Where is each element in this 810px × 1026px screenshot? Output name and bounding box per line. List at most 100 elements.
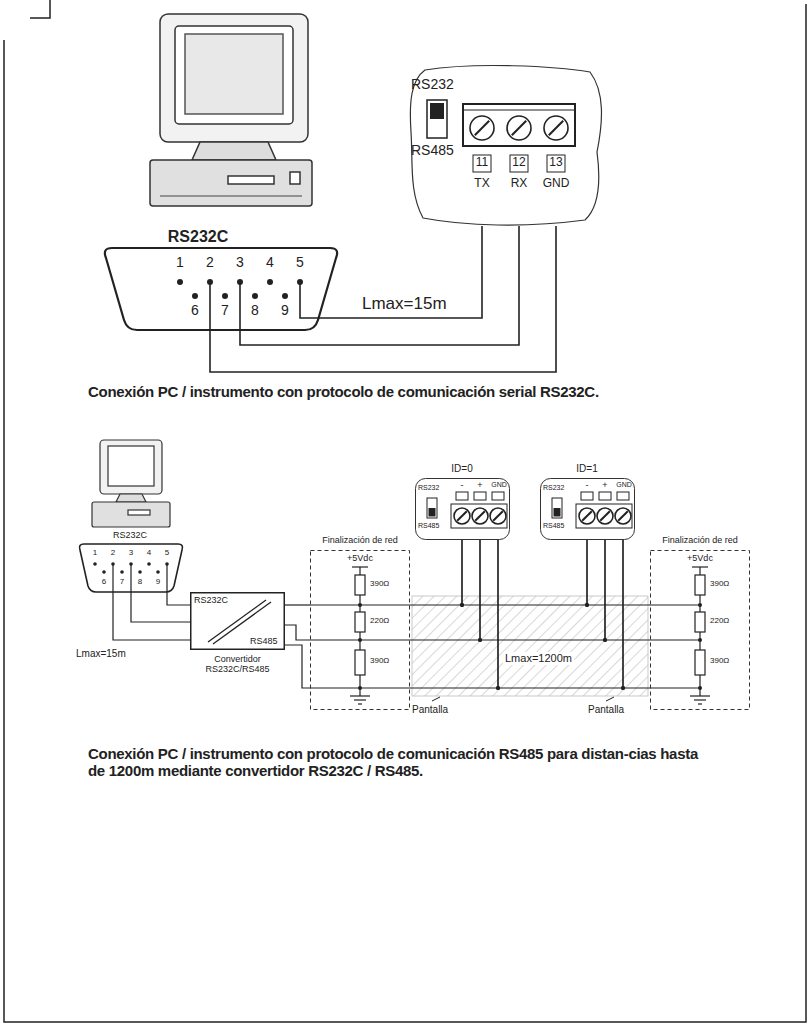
supply-voltage: +5Vdc bbox=[347, 553, 373, 563]
node-outline bbox=[650, 550, 750, 710]
signal-name: GND bbox=[543, 177, 570, 191]
port-name: RS485 bbox=[250, 636, 278, 646]
junction-dot bbox=[603, 638, 607, 642]
junction-dot bbox=[460, 603, 464, 607]
instrument-box: ID=1RS232RS485-+GND bbox=[540, 478, 635, 540]
instrument-id: ID=1 bbox=[576, 463, 597, 475]
junction-dot bbox=[478, 638, 482, 642]
network-termination-title: Finalización de red bbox=[662, 535, 738, 545]
bus-cable bbox=[285, 605, 310, 688]
junction-dot bbox=[496, 686, 500, 690]
caption: Conexión PC / instrumento con protocolo … bbox=[88, 745, 708, 780]
cable-length: Lmax=15m bbox=[362, 294, 447, 314]
switch-position: RS485 bbox=[543, 522, 564, 530]
switch-position: RS485 bbox=[411, 142, 454, 158]
instrument-box: ID=0RS232RS485-+GND bbox=[415, 478, 510, 540]
bus-wire bbox=[285, 604, 310, 605]
resistor-value: 220Ω bbox=[710, 616, 729, 625]
network-termination-title: Finalización de red bbox=[322, 535, 398, 545]
node-outline bbox=[310, 550, 410, 710]
connector-name: RS232C bbox=[113, 530, 147, 540]
pin-number: 3 bbox=[129, 548, 133, 557]
bus-wire bbox=[498, 540, 623, 688]
pin-number: 7 bbox=[120, 577, 124, 586]
bus-wire bbox=[410, 540, 498, 688]
terminal-number: 13 bbox=[549, 156, 562, 170]
bus-cable bbox=[410, 540, 500, 690]
terminal-name: + bbox=[477, 480, 482, 490]
switch-position: RS485 bbox=[418, 522, 439, 530]
terminal-name: - bbox=[586, 480, 589, 490]
terminal-number: 11 bbox=[476, 156, 488, 170]
resistor-value: 390Ω bbox=[370, 579, 389, 588]
network-termination: Finalización de red+5Vdc390Ω220Ω390Ω bbox=[310, 550, 410, 710]
pin-number: 1 bbox=[176, 254, 184, 270]
pin-number: 5 bbox=[165, 548, 169, 557]
pin-number: 7 bbox=[221, 302, 229, 318]
signal-name: RX bbox=[511, 177, 528, 191]
bus-wire bbox=[587, 540, 650, 605]
pin-number: 2 bbox=[111, 548, 115, 557]
bus-wire bbox=[285, 645, 310, 688]
cable-length: Lmax=1200m bbox=[503, 652, 574, 665]
bus-wire bbox=[480, 540, 605, 640]
shield-label: Pantalla bbox=[588, 704, 624, 716]
pin-number: 1 bbox=[93, 548, 97, 557]
junction-dot bbox=[585, 603, 589, 607]
junction-dot bbox=[621, 686, 625, 690]
bus-wire bbox=[623, 540, 650, 688]
connector-name: RS232C bbox=[168, 228, 228, 246]
network-termination: Finalización de red+5Vdc390Ω220Ω390Ω bbox=[650, 550, 750, 710]
bus-wire bbox=[462, 540, 587, 605]
pin-number: 4 bbox=[147, 548, 151, 557]
bus-cable bbox=[460, 540, 625, 690]
instrument-id: ID=0 bbox=[451, 463, 472, 475]
junction-dot bbox=[460, 603, 464, 607]
converter-name: Convertidor RS232C/RS485 bbox=[190, 654, 285, 675]
junction-dot bbox=[621, 686, 625, 690]
pin-number: 5 bbox=[296, 254, 304, 270]
rs232-rs485-converter: RS232CRS485Convertidor RS232C/RS485 bbox=[190, 592, 285, 650]
junction-dot bbox=[496, 686, 500, 690]
terminal-name: - bbox=[461, 480, 464, 490]
instrument-housing: RS232RS485 11 12 13TX RX GND bbox=[405, 62, 605, 227]
pin-number: 4 bbox=[266, 254, 274, 270]
resistor-value: 390Ω bbox=[370, 656, 389, 665]
pin-number: 2 bbox=[206, 254, 214, 270]
pin-number: 8 bbox=[251, 302, 259, 318]
pin-number: 6 bbox=[102, 577, 106, 586]
terminal-number: 12 bbox=[512, 156, 525, 170]
bus-cable bbox=[585, 540, 650, 690]
terminal-name: GND bbox=[491, 481, 507, 489]
pin-number: 9 bbox=[156, 577, 160, 586]
bus-wire bbox=[410, 540, 480, 640]
resistor-value: 220Ω bbox=[370, 616, 389, 625]
resistor-value: 390Ω bbox=[710, 579, 729, 588]
switch-position: RS232 bbox=[543, 484, 564, 492]
caption: Conexión PC / instrumento con protocolo … bbox=[88, 383, 599, 400]
pin-number: 8 bbox=[138, 577, 142, 586]
bus-wire bbox=[285, 625, 310, 640]
junction-dot bbox=[603, 638, 607, 642]
terminal-name: + bbox=[602, 480, 607, 490]
pin-number: 9 bbox=[281, 302, 289, 318]
shield-label: Pantalla bbox=[412, 704, 448, 716]
bus-wire bbox=[410, 540, 462, 605]
pin-number: 3 bbox=[236, 254, 244, 270]
switch-position: RS232 bbox=[411, 76, 454, 92]
pin-number: 6 bbox=[191, 302, 199, 318]
supply-voltage: +5Vdc bbox=[687, 553, 713, 563]
resistor-value: 390Ω bbox=[710, 656, 729, 665]
bus-wire bbox=[605, 540, 650, 640]
junction-dot bbox=[585, 603, 589, 607]
signal-name: TX bbox=[474, 177, 489, 191]
port-name: RS232C bbox=[194, 595, 228, 605]
cable-length: Lmax=15m bbox=[76, 648, 126, 660]
switch-position: RS232 bbox=[418, 484, 439, 492]
junction-dot bbox=[478, 638, 482, 642]
terminal-name: GND bbox=[616, 481, 632, 489]
